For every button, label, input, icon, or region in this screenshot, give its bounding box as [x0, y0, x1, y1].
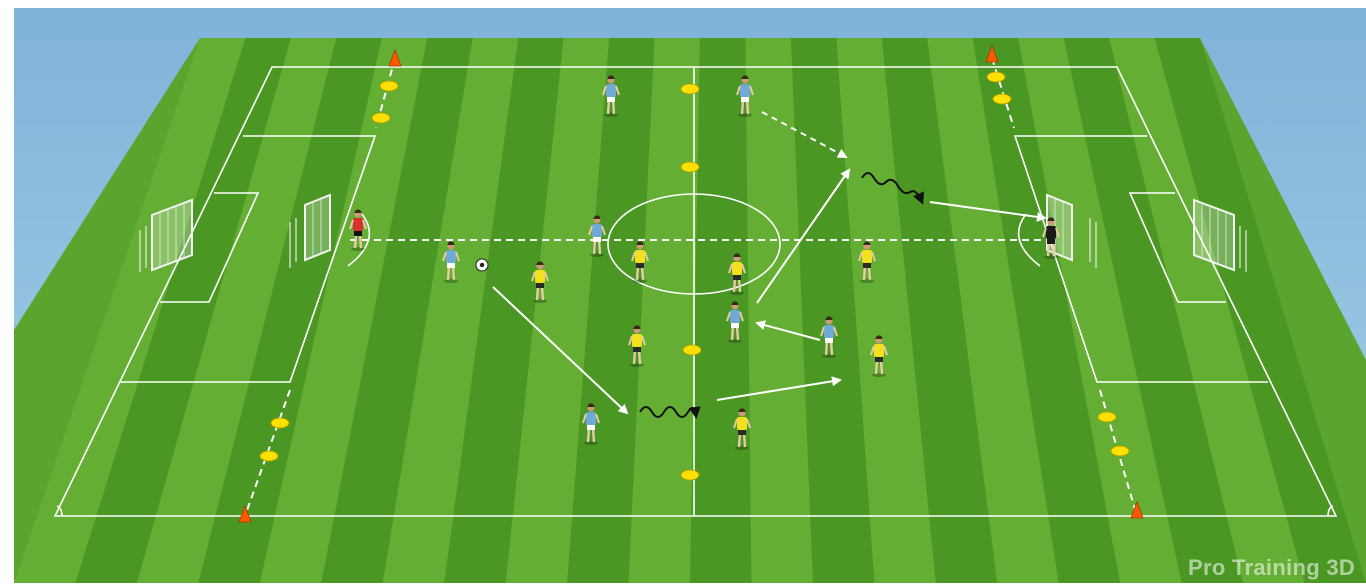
disc — [993, 94, 1011, 104]
disc — [681, 84, 699, 94]
disc — [271, 418, 289, 428]
watermark-text: Pro Training 3D — [1188, 555, 1366, 581]
ball — [476, 259, 488, 271]
disc — [681, 470, 699, 480]
disc — [1098, 412, 1116, 422]
goal-left-inner — [305, 195, 330, 260]
disc — [683, 345, 701, 355]
disc — [380, 81, 398, 91]
disc — [1111, 446, 1129, 456]
disc — [372, 113, 390, 123]
disc — [987, 72, 1005, 82]
disc — [681, 162, 699, 172]
grass-stripes — [14, 38, 1366, 583]
grass-stripe — [690, 38, 751, 583]
disc — [260, 451, 278, 461]
